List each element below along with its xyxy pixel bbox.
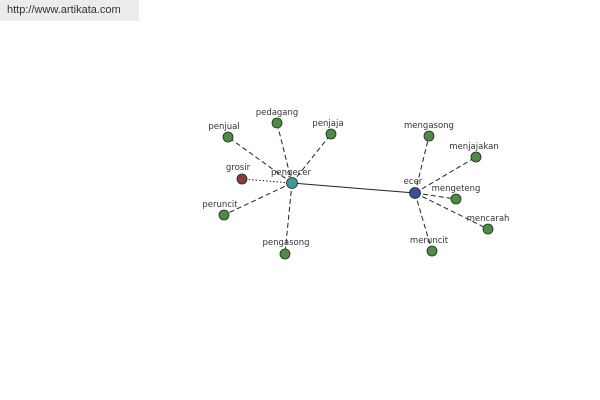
node-peruncit[interactable]	[218, 209, 230, 221]
node-ecer[interactable]	[409, 187, 421, 199]
node-layer	[218, 117, 494, 260]
node-label-ecer: ecer	[404, 177, 423, 187]
edge-ecer-mencarah	[414, 192, 489, 230]
edge-ecer-mengeteng	[414, 192, 457, 200]
node-pedagang[interactable]	[271, 117, 283, 129]
node-label-grosir: grosir	[226, 163, 251, 173]
watermark-url: http://www.artikata.com	[0, 0, 139, 21]
node-label-mengasong: mengasong	[404, 121, 454, 131]
node-mengasong[interactable]	[423, 130, 435, 142]
node-label-penjual: penjual	[208, 122, 239, 132]
edge-pengecer-penjaja	[291, 133, 332, 184]
node-penjaja[interactable]	[325, 128, 337, 140]
node-label-mencarah: mencarah	[467, 214, 510, 224]
edge-pengecer-grosir	[241, 178, 293, 184]
node-label-pedagang: pedagang	[256, 108, 299, 118]
edge-layer	[223, 122, 489, 255]
node-mencarah[interactable]	[482, 223, 494, 235]
edge-pengecer-pengasong	[284, 182, 293, 255]
node-penjual[interactable]	[222, 131, 234, 143]
node-label-meruncit: meruncit	[410, 236, 449, 246]
node-meruncit[interactable]	[426, 245, 438, 257]
node-pengasong[interactable]	[279, 248, 291, 260]
edge-pengecer-penjual	[227, 136, 293, 184]
node-label-menjajakan: menjajakan	[449, 142, 498, 152]
node-mengeteng[interactable]	[450, 193, 462, 205]
edge-ecer-meruncit	[414, 192, 433, 252]
node-menjajakan[interactable]	[470, 151, 482, 163]
node-label-peruncit: peruncit	[202, 200, 238, 210]
edge-ecer-menjajakan	[414, 156, 477, 194]
node-label-pengasong: pengasong	[262, 238, 309, 248]
edge-pengecer-pedagang	[276, 122, 293, 184]
node-label-mengeteng: mengeteng	[432, 184, 481, 194]
node-grosir[interactable]	[236, 173, 248, 185]
edge-pengecer-ecer	[291, 182, 416, 194]
label-layer: pengecer ecer penjual pedagang penjaja grosir…	[202, 108, 509, 248]
node-pengecer[interactable]	[286, 177, 298, 189]
edge-pengecer-peruncit	[223, 182, 293, 216]
node-label-penjaja: penjaja	[312, 119, 343, 129]
node-label-pengecer: pengecer	[271, 168, 312, 178]
edge-ecer-mengasong	[414, 135, 430, 194]
